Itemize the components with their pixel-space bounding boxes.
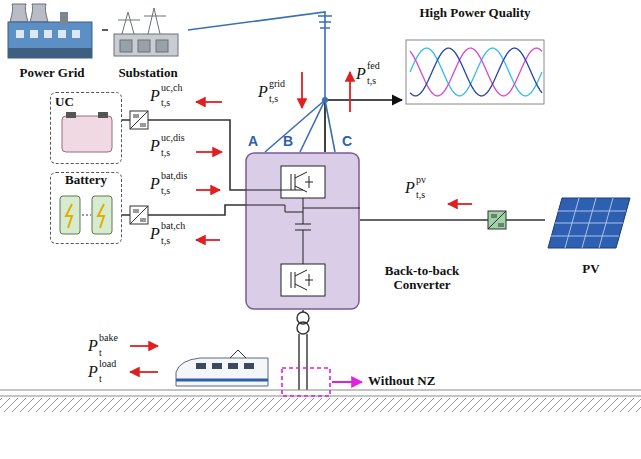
- superscript: fed: [367, 61, 380, 71]
- subscript: t,s: [161, 186, 170, 196]
- subscript: t,s: [269, 94, 278, 104]
- train-icon: [176, 350, 268, 386]
- waveform-box: High Power Quality: [402, 6, 548, 108]
- subscript: t,s: [161, 98, 170, 108]
- rail: [0, 390, 641, 396]
- subscript: t: [99, 348, 102, 358]
- converter-body: [245, 152, 360, 310]
- connector: [325, 100, 402, 152]
- subscript: t,s: [367, 76, 376, 86]
- nz-arrow: [332, 381, 362, 383]
- superscript: pv: [416, 175, 426, 185]
- source-box: Power Grid: [2, 2, 102, 80]
- power-symbol: P: [150, 176, 160, 192]
- connector: [102, 29, 108, 31]
- connector: [360, 219, 545, 221]
- superscript: uc,dis: [161, 133, 185, 143]
- superscript: grid: [269, 79, 285, 89]
- junction-dot: [322, 97, 328, 103]
- power-symbol: P: [405, 180, 415, 196]
- substation-icon: [114, 8, 178, 56]
- substation-box: Substation: [108, 8, 188, 80]
- power-plant-icon: [8, 4, 92, 58]
- subscript: t,s: [161, 148, 170, 158]
- storage-box: Battery: [50, 172, 122, 244]
- superscript: uc,ch: [161, 83, 182, 93]
- power-symbol: P: [88, 364, 98, 380]
- power-symbol: P: [258, 84, 268, 100]
- power-symbol: P: [356, 66, 366, 82]
- power-flow-arrows: [130, 72, 472, 372]
- node-label: Substation: [118, 66, 177, 80]
- phase-label: C: [342, 134, 352, 148]
- superscript: bake: [99, 333, 118, 343]
- uc-icon: [62, 112, 112, 152]
- superscript: load: [99, 359, 116, 369]
- subscript: t,s: [161, 236, 170, 246]
- battery-icon: [60, 196, 112, 234]
- traction-transformer: [297, 310, 309, 390]
- power-symbol: P: [150, 138, 160, 154]
- phase-label: A: [248, 134, 258, 148]
- note-label: Without NZ: [368, 374, 435, 387]
- converter-box: Back-to-back Converter: [245, 152, 360, 310]
- pv-box: PV: [545, 188, 637, 276]
- waveform-plot: [402, 6, 548, 108]
- pv-panel: [548, 198, 630, 248]
- node-label: Power Grid: [19, 66, 84, 80]
- connector: [122, 120, 245, 190]
- storage-box: UC: [50, 92, 122, 164]
- superscript: bat,dis: [161, 171, 187, 181]
- node-label: PV: [582, 262, 599, 276]
- subscript: t,s: [416, 190, 425, 200]
- node-label: UC: [55, 95, 74, 109]
- nz-box: [282, 368, 330, 396]
- superscript: bat,ch: [161, 221, 185, 231]
- phase-label: B: [283, 134, 293, 148]
- node-label: Back-to-back Converter: [368, 264, 476, 293]
- node-label: High Power Quality: [420, 6, 531, 20]
- power-symbol: P: [88, 338, 98, 354]
- track-bed: [0, 398, 641, 412]
- power-symbol: P: [150, 88, 160, 104]
- power-symbol: P: [150, 226, 160, 242]
- node-label: Battery: [65, 173, 107, 187]
- subscript: t: [99, 374, 102, 384]
- connector: [188, 12, 325, 152]
- phase-wires: [265, 16, 335, 152]
